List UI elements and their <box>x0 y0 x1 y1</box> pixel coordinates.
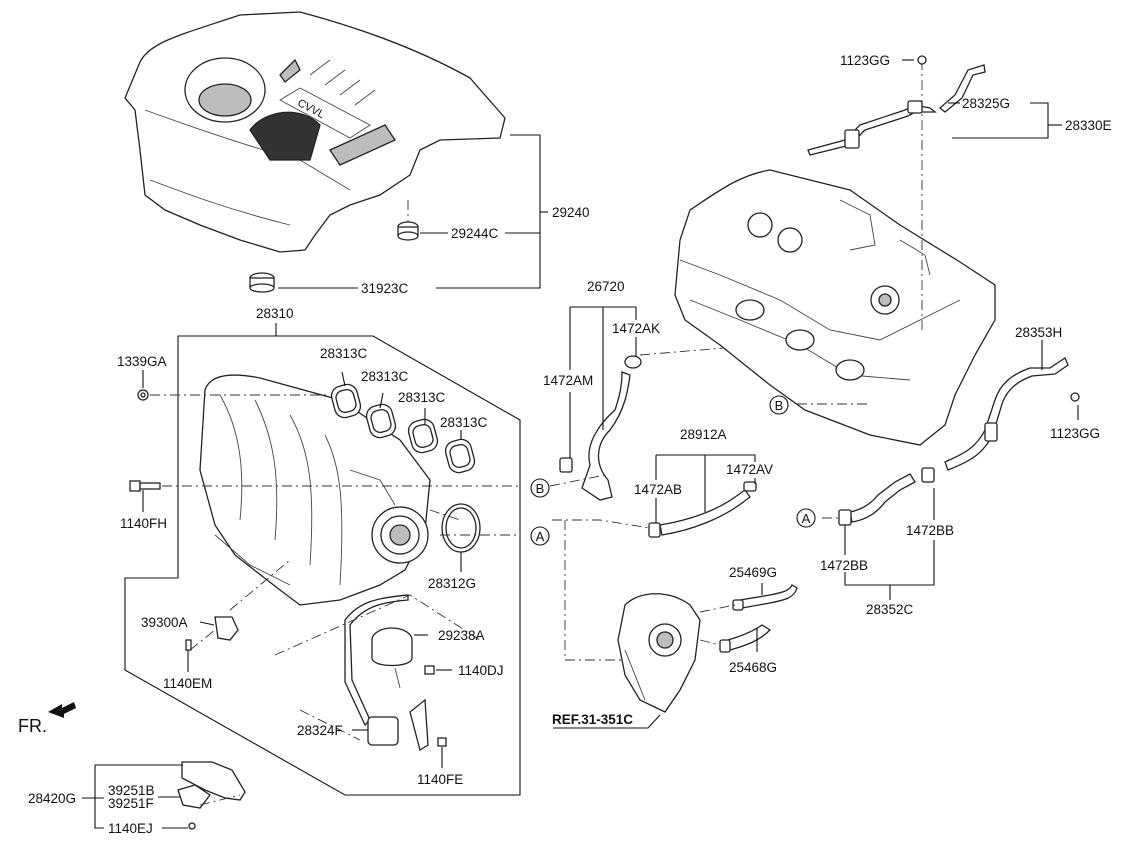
label-28330e: 28330E <box>1065 118 1112 133</box>
label-26720: 26720 <box>587 279 625 294</box>
callout-a-left-label: A <box>536 529 545 544</box>
label-1472ak: 1472AK <box>612 321 660 336</box>
bracket-28420g <box>177 761 246 830</box>
hose-26720 <box>559 355 642 501</box>
label-28325g: 28325G <box>962 96 1010 111</box>
hose-28912a <box>648 481 757 538</box>
label-39300a: 39300A <box>141 615 188 630</box>
label-1472am: 1472AM <box>543 373 593 388</box>
label-28313c-2: 28313C <box>361 369 409 384</box>
gasket-28313c-4 <box>444 438 476 474</box>
label-39251b: 39251B <box>108 783 155 798</box>
label-29240: 29240 <box>552 205 590 220</box>
label-28312g: 28312G <box>428 576 476 591</box>
front-direction-indicator: FR. <box>18 702 76 736</box>
label-ref-31-351c: REF.31-351C <box>552 712 633 727</box>
bolt-1339ga <box>137 389 149 401</box>
manifold-group-box <box>124 335 521 796</box>
callout-a-left: A <box>530 526 550 546</box>
label-28310: 28310 <box>256 306 294 321</box>
label-28313c-4: 28313C <box>440 415 488 430</box>
label-1472bb-left: 1472BB <box>820 558 868 573</box>
engine-cover: CVVL <box>124 11 506 253</box>
label-1339ga: 1339GA <box>117 354 167 369</box>
fr-arrow-icon <box>48 702 76 718</box>
pipe-28330e <box>807 55 986 156</box>
label-39251f: 39251F <box>108 796 154 811</box>
hose-25468g <box>719 624 772 653</box>
pipe-28353h <box>944 357 1080 471</box>
hose-28352c <box>838 467 935 526</box>
label-1140fe: 1140FE <box>417 772 463 787</box>
callout-b-right: B <box>769 395 789 415</box>
label-25469g: 25469G <box>729 565 777 580</box>
label-28912a: 28912A <box>680 427 727 442</box>
label-29238a: 29238A <box>438 628 485 643</box>
label-25468g: 25468G <box>729 660 777 675</box>
label-1472ab: 1472AB <box>634 482 682 497</box>
callout-b-left-label: B <box>536 481 545 496</box>
label-1472av: 1472AV <box>726 462 773 477</box>
fr-label: FR. <box>18 716 47 736</box>
label-28352c: 28352C <box>866 602 914 617</box>
callout-b-right-label: B <box>775 398 784 413</box>
intake-manifold <box>199 374 431 606</box>
label-1123gg-top: 1123GG <box>840 53 890 68</box>
callout-b-left: B <box>530 478 550 498</box>
plug-29244c <box>397 221 419 241</box>
gasket-28312g <box>441 503 481 553</box>
label-28313c-3: 28313C <box>398 390 446 405</box>
label-29244c: 29244C <box>451 226 499 241</box>
label-1472bb-right: 1472BB <box>906 523 954 538</box>
callout-a-right-label: A <box>802 511 811 526</box>
solenoid-28324f <box>344 594 447 752</box>
label-1140ej: 1140EJ <box>108 821 153 836</box>
sensor-39300a <box>185 616 239 651</box>
label-28324f: 28324F <box>297 723 343 738</box>
plug-31923c <box>249 272 275 293</box>
label-1140em: 1140EM <box>163 676 212 691</box>
label-28420g: 28420G <box>28 791 76 806</box>
label-31923c: 31923C <box>361 281 409 296</box>
gasket-28313c-2 <box>365 403 397 439</box>
label-1123gg-right: 1123GG <box>1050 426 1100 441</box>
throttle-body <box>617 593 701 713</box>
label-28353h: 28353H <box>1015 325 1062 340</box>
cylinder-head <box>674 169 996 446</box>
bolt-1140fh <box>129 480 161 492</box>
hose-25469g <box>732 584 798 611</box>
label-1140dj: 1140DJ <box>458 663 504 678</box>
gasket-28313c-1 <box>330 383 362 419</box>
actuator-29238a <box>371 627 435 689</box>
label-1140fh: 1140FH <box>120 516 167 531</box>
gasket-28313c-3 <box>407 418 439 454</box>
callout-a-right: A <box>796 508 816 528</box>
label-28313c-1: 28313C <box>320 346 368 361</box>
